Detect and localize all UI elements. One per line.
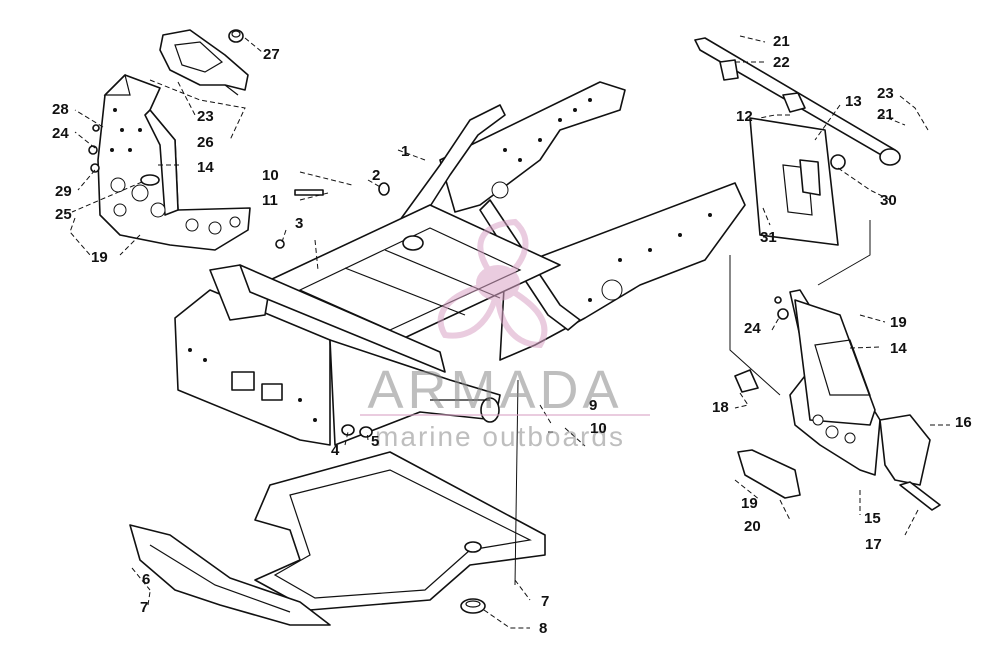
front-bumper-frame xyxy=(174,264,501,446)
callout-29: 29 xyxy=(55,183,72,200)
bracket-16 xyxy=(879,414,931,486)
callout-30: 30 xyxy=(880,192,897,209)
callout-19a: 19 xyxy=(91,249,108,266)
steering-post xyxy=(694,37,901,166)
callout-3: 3 xyxy=(295,215,303,232)
callout-27: 27 xyxy=(263,46,280,63)
callout-16: 16 xyxy=(955,414,972,431)
fastener-24-left xyxy=(88,145,98,155)
gasket-25 xyxy=(140,174,160,186)
belly-pan-plate xyxy=(254,451,546,611)
callouts: 1 2 3 4 5 6 7 7 8 9 10 10 11 12 13 14 14… xyxy=(52,33,972,637)
nut-30 xyxy=(830,154,846,170)
propeller-logo xyxy=(437,218,548,349)
callout-2: 2 xyxy=(372,167,380,184)
callout-21a: 21 xyxy=(773,33,790,50)
callout-6: 6 xyxy=(142,571,150,588)
callout-23b: 23 xyxy=(877,85,894,102)
grommet-27 xyxy=(228,29,244,43)
callout-5: 5 xyxy=(371,433,379,450)
right-steering-support xyxy=(789,289,881,476)
callout-23a: 23 xyxy=(197,108,214,125)
clip-29 xyxy=(90,163,100,173)
callout-31: 31 xyxy=(760,229,777,246)
callout-25: 25 xyxy=(55,206,72,223)
callout-18: 18 xyxy=(712,399,729,416)
callout-10a: 10 xyxy=(262,167,279,184)
frame-left-rail xyxy=(439,81,626,213)
fastener-28 xyxy=(92,124,100,132)
callout-20: 20 xyxy=(744,518,761,535)
callout-22: 22 xyxy=(773,54,790,71)
bushing-2 xyxy=(378,182,390,196)
callout-7b: 7 xyxy=(541,593,549,610)
callout-1: 1 xyxy=(401,143,409,160)
callout-9: 9 xyxy=(589,397,597,414)
callout-10b: 10 xyxy=(590,420,607,437)
callout-13: 13 xyxy=(845,93,862,110)
callout-17: 17 xyxy=(865,536,882,553)
spacers-4-5 xyxy=(341,424,373,438)
callout-24b: 24 xyxy=(744,320,761,337)
callout-28: 28 xyxy=(52,101,69,118)
leader-lines xyxy=(69,35,950,629)
bracket-20 xyxy=(737,449,801,499)
callout-4: 4 xyxy=(331,442,340,459)
callout-15: 15 xyxy=(864,510,881,527)
watermark-brand: ARMADA xyxy=(367,360,622,420)
callout-11: 11 xyxy=(262,192,278,209)
strap-17 xyxy=(899,481,941,511)
air-intake-duct xyxy=(159,29,249,96)
callout-14a: 14 xyxy=(197,159,214,176)
bolt-3 xyxy=(275,239,285,249)
pivot-24-right xyxy=(774,296,789,320)
callout-19b: 19 xyxy=(890,314,907,331)
steering-plate-12 xyxy=(749,117,839,246)
left-steering-support xyxy=(97,73,251,251)
callout-14b: 14 xyxy=(890,340,907,357)
callout-24a: 24 xyxy=(52,125,69,142)
drain-plug-8 xyxy=(460,598,486,614)
watermark-tagline: marine outboards xyxy=(375,421,625,452)
front-skid-plate xyxy=(129,524,331,626)
callout-8: 8 xyxy=(539,620,547,637)
armada-watermark: ARMADA marine outboards xyxy=(360,218,650,452)
callout-26: 26 xyxy=(197,134,214,151)
callout-21b: 21 xyxy=(877,106,894,123)
callout-7a: 7 xyxy=(140,599,148,616)
bracket-18 xyxy=(734,369,759,393)
callout-12: 12 xyxy=(736,108,753,125)
spring-11 xyxy=(294,189,324,196)
bracket-13 xyxy=(799,159,821,196)
callout-19c: 19 xyxy=(741,495,758,512)
